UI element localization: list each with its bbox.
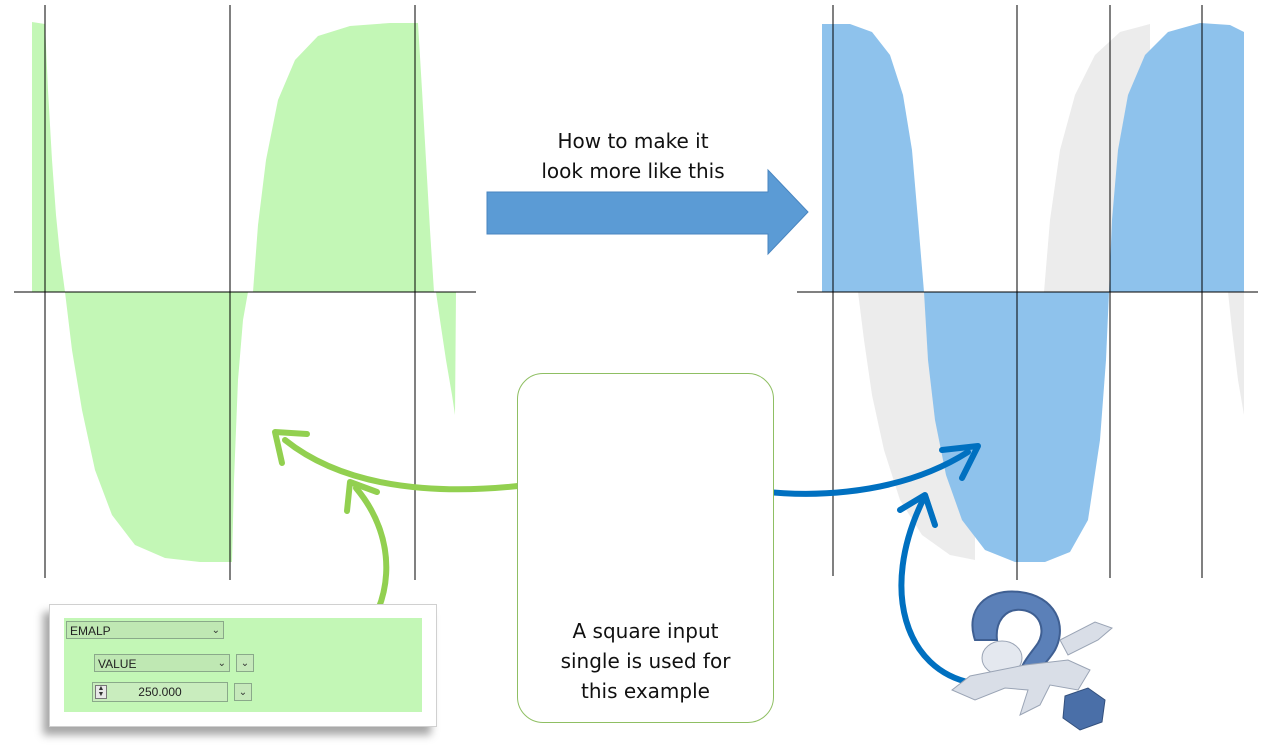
- figure-body: [951, 659, 1091, 716]
- blue-arrowhead-2: [897, 492, 938, 528]
- green-arrowheads: [272, 429, 380, 514]
- number-dropdown-button[interactable]: ⌄: [234, 683, 252, 701]
- top-caption-line1: How to make it: [557, 129, 709, 153]
- left-wave-fill-upper: [32, 22, 65, 292]
- value-number-text: 250.000: [138, 685, 182, 699]
- center-caption-line2: single is used for: [560, 649, 731, 673]
- settings-ui-panel: EMALP ⌄ VALUE ⌄ ⌄ ▲▼ 250.000 ⌄: [49, 604, 437, 727]
- left-waveform-chart: [14, 5, 476, 580]
- emalp-select[interactable]: EMALP ⌄: [66, 621, 224, 639]
- top-caption: How to make it look more like this: [520, 126, 746, 186]
- spinner-icon[interactable]: ▲▼: [95, 685, 107, 699]
- settings-ui-inner: EMALP ⌄ VALUE ⌄ ⌄ ▲▼ 250.000 ⌄: [64, 618, 422, 712]
- left-wave-fill-tail: [436, 292, 456, 415]
- left-wave-fill-positive: [253, 23, 434, 292]
- green-arrowhead-2: [344, 479, 380, 514]
- blue-arrow-from-figure: [898, 499, 975, 686]
- center-panel: [517, 373, 774, 723]
- right-ghost-fill-tail: [1228, 292, 1244, 415]
- chevron-down-icon: ⌄: [211, 625, 220, 636]
- left-wave-fill-negative: [65, 292, 248, 562]
- center-caption: A square input single is used for this e…: [530, 616, 761, 706]
- right-wave-fill-first: [822, 24, 924, 292]
- question-mark-dot: [1062, 687, 1106, 731]
- blue-arrowhead-1: [939, 443, 981, 481]
- question-mark-figure-icon: [951, 590, 1113, 731]
- top-caption-line2: look more like this: [541, 159, 725, 183]
- green-arrowhead-1: [272, 429, 310, 466]
- center-caption-line1: A square input: [572, 619, 719, 643]
- value-select[interactable]: VALUE ⌄: [94, 654, 230, 672]
- chevron-down-icon: ⌄: [238, 687, 248, 698]
- right-arrow-icon: [486, 168, 809, 256]
- value-select-label: VALUE: [98, 657, 137, 671]
- blue-arrowheads: [897, 443, 981, 528]
- value-number-input[interactable]: ▲▼ 250.000: [92, 682, 228, 702]
- emalp-select-label: EMALP: [70, 624, 111, 638]
- figure-arm: [1059, 621, 1113, 656]
- chevron-down-icon: ⌄: [217, 658, 226, 669]
- right-waveform-chart: [797, 5, 1258, 580]
- chevron-down-icon: ⌄: [240, 658, 250, 669]
- center-caption-line3: this example: [581, 679, 710, 703]
- value-dropdown-button[interactable]: ⌄: [236, 654, 254, 672]
- right-wave-fill-positive: [1109, 23, 1244, 292]
